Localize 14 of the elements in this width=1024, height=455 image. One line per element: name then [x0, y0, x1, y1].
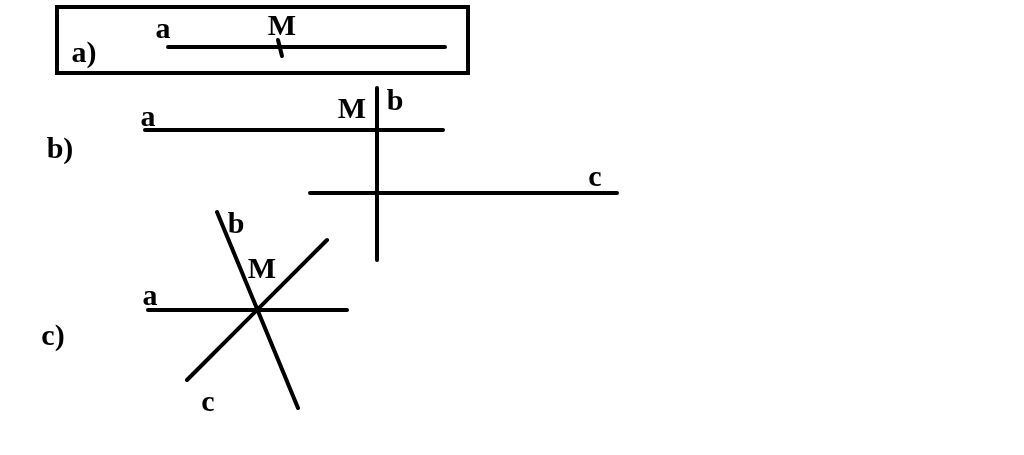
part-label: c): [41, 320, 65, 350]
line-label: c: [588, 161, 602, 191]
line-label: a: [140, 101, 156, 131]
part-label: a): [71, 37, 97, 67]
point-label: M: [337, 93, 367, 123]
point-label: M: [247, 253, 277, 283]
point-label: M: [267, 10, 297, 40]
line-label: c: [201, 386, 215, 416]
line-label: a: [155, 13, 171, 43]
part-label: b): [46, 133, 74, 163]
line-label: b: [386, 85, 404, 115]
line-label: a: [142, 280, 158, 310]
frame-box: [55, 5, 470, 75]
line-label: b: [227, 208, 245, 238]
